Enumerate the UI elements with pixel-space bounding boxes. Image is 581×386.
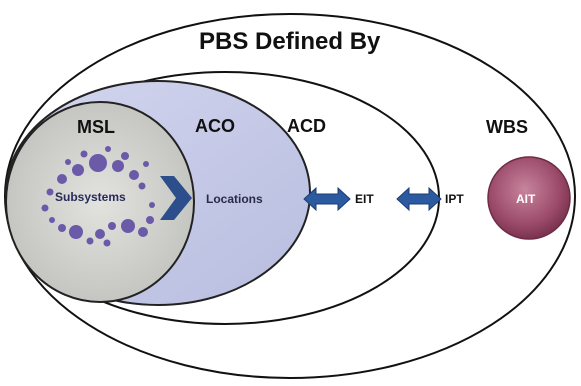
dot <box>129 170 139 180</box>
double-arrow-icon <box>303 186 351 212</box>
dot <box>103 239 111 247</box>
diagram-title: PBS Defined By <box>199 28 381 55</box>
dot <box>41 204 49 212</box>
dot <box>121 219 135 233</box>
dot <box>46 188 54 196</box>
subsystem-dots <box>41 146 155 247</box>
chevron-arrow-icon <box>160 176 192 220</box>
dot <box>86 237 94 245</box>
locations-label: Locations <box>206 192 263 206</box>
dot <box>57 174 67 184</box>
dot <box>69 225 83 239</box>
dot <box>138 182 146 190</box>
subsystems-label: Subsystems <box>55 190 126 204</box>
dot <box>112 160 124 172</box>
dot <box>146 216 154 224</box>
dot <box>95 229 105 239</box>
ait-label: AIT <box>516 192 536 206</box>
eit-label: EIT <box>355 192 374 206</box>
dot <box>121 152 129 160</box>
dot <box>138 227 148 237</box>
dot <box>149 202 155 208</box>
dot <box>65 159 71 165</box>
dot <box>143 161 149 167</box>
msl-label: MSL <box>77 117 115 137</box>
dot <box>89 154 107 172</box>
dot <box>49 217 55 223</box>
aco-label: ACO <box>195 116 235 136</box>
dot <box>108 222 116 230</box>
ipt-label: IPT <box>445 192 464 206</box>
ait-circle <box>487 156 571 240</box>
dot <box>58 224 66 232</box>
wbs-label: WBS <box>486 117 528 137</box>
double-arrow-icon <box>396 186 442 212</box>
dot <box>80 150 88 158</box>
dot <box>72 164 84 176</box>
dot <box>105 146 111 152</box>
acd-label: ACD <box>287 116 326 136</box>
msl-ellipse <box>5 101 195 303</box>
